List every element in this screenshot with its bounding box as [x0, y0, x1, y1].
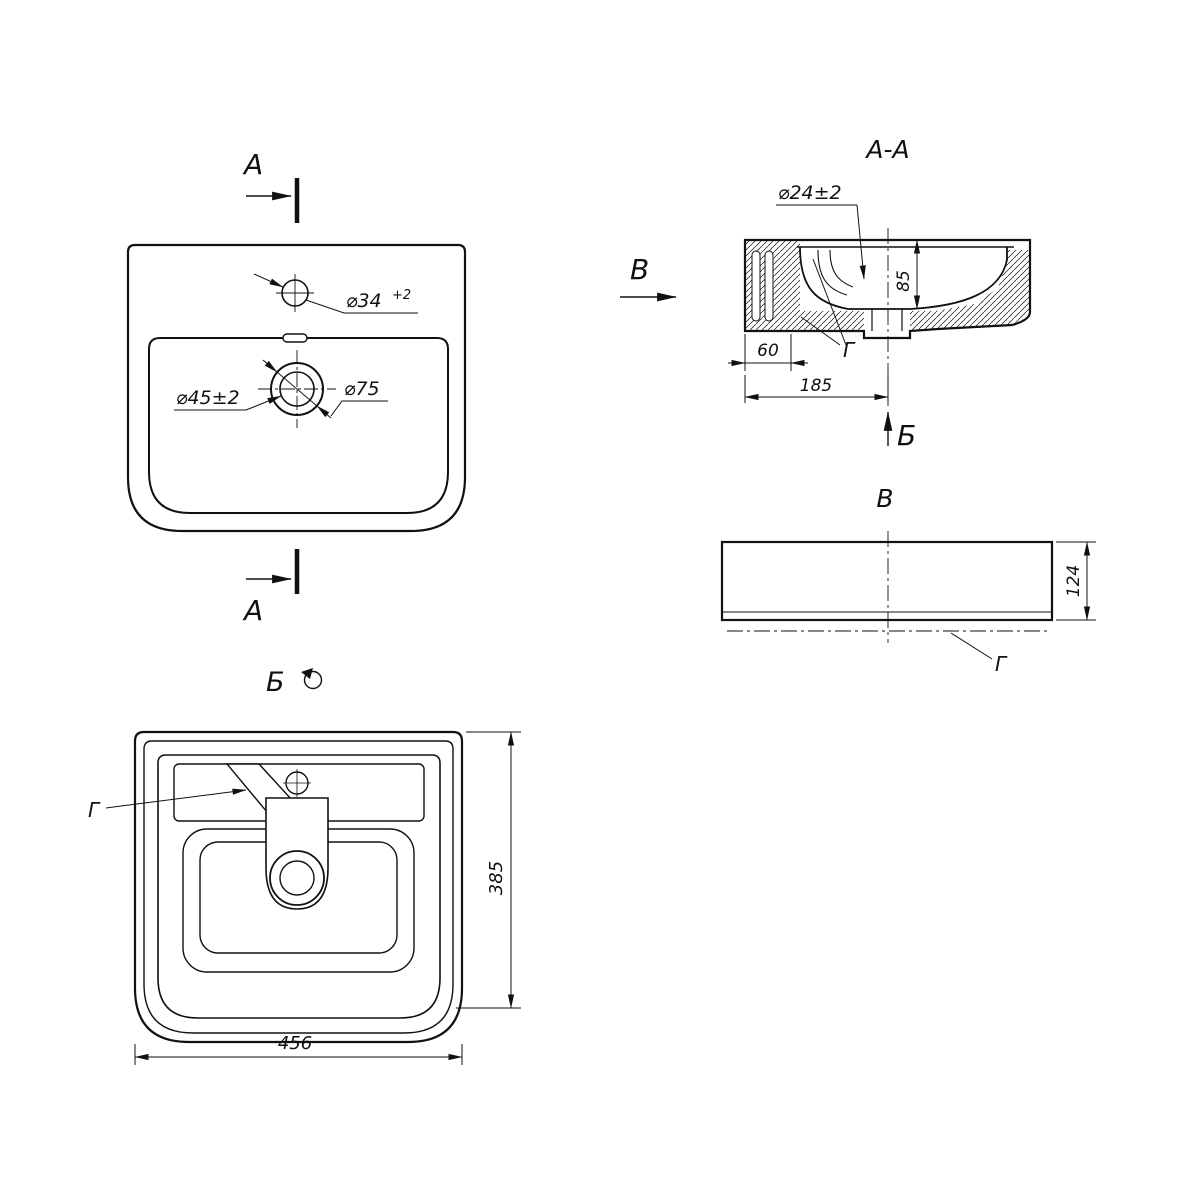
- rotated-view-icon: [303, 670, 323, 690]
- dim-185-label: 185: [800, 376, 832, 396]
- drain-housing: [265, 797, 329, 910]
- section-view-aa: [620, 204, 1032, 446]
- hatch-front-wall: [936, 250, 1030, 329]
- section-marker-a-bottom-label: А: [242, 594, 263, 627]
- sink-outer-outline: [126, 243, 467, 533]
- view-b-arrow-label: Б: [897, 419, 916, 452]
- side-view-body: [720, 540, 1054, 622]
- section-outer-profile: [743, 238, 1032, 340]
- dim-d34-label: ⌀34: [346, 290, 382, 312]
- section-marker-a-top-label: А: [242, 148, 263, 181]
- dim-d34-tolerance-label: +2: [392, 288, 411, 303]
- dim-385-label: 385: [486, 861, 507, 895]
- bowl-inner-surface: [799, 246, 1008, 310]
- hatch-bottom-left: [797, 311, 864, 330]
- overflow-slot: [282, 333, 308, 343]
- hatch-bottom-right: [910, 311, 938, 330]
- view-b-title: Б: [266, 667, 285, 698]
- view-v-arrow-label: В: [630, 253, 649, 286]
- dim-60-label: 60: [757, 341, 779, 361]
- dim-124-label: 124: [1064, 565, 1084, 597]
- bottom-outer-outline: [133, 730, 464, 1044]
- basin-inner-outline: [148, 337, 449, 514]
- bottom-view-b: [105, 668, 521, 1065]
- detail-g-label-bottom: Г: [88, 798, 101, 822]
- dim-d24-label: ⌀24±2: [778, 182, 842, 204]
- bottom-basin-rim: [157, 754, 441, 1019]
- dim-85-label: 85: [894, 270, 914, 292]
- detail-g-label-side: Г: [995, 652, 1008, 676]
- dim-d45-label: ⌀45±2: [176, 387, 240, 409]
- section-aa-title: А-А: [864, 135, 909, 164]
- detail-g-label-section: Г: [843, 338, 856, 362]
- drain-outer-bottom: [269, 850, 325, 906]
- dim-d75-label: ⌀75: [344, 378, 380, 400]
- drain-inner-bottom: [279, 860, 315, 896]
- side-view-v: [720, 531, 1096, 660]
- dim-456-label: 456: [278, 1033, 312, 1054]
- view-v-title: В: [876, 484, 893, 513]
- plan-view: [126, 178, 467, 594]
- bottom-second-outline: [143, 740, 454, 1034]
